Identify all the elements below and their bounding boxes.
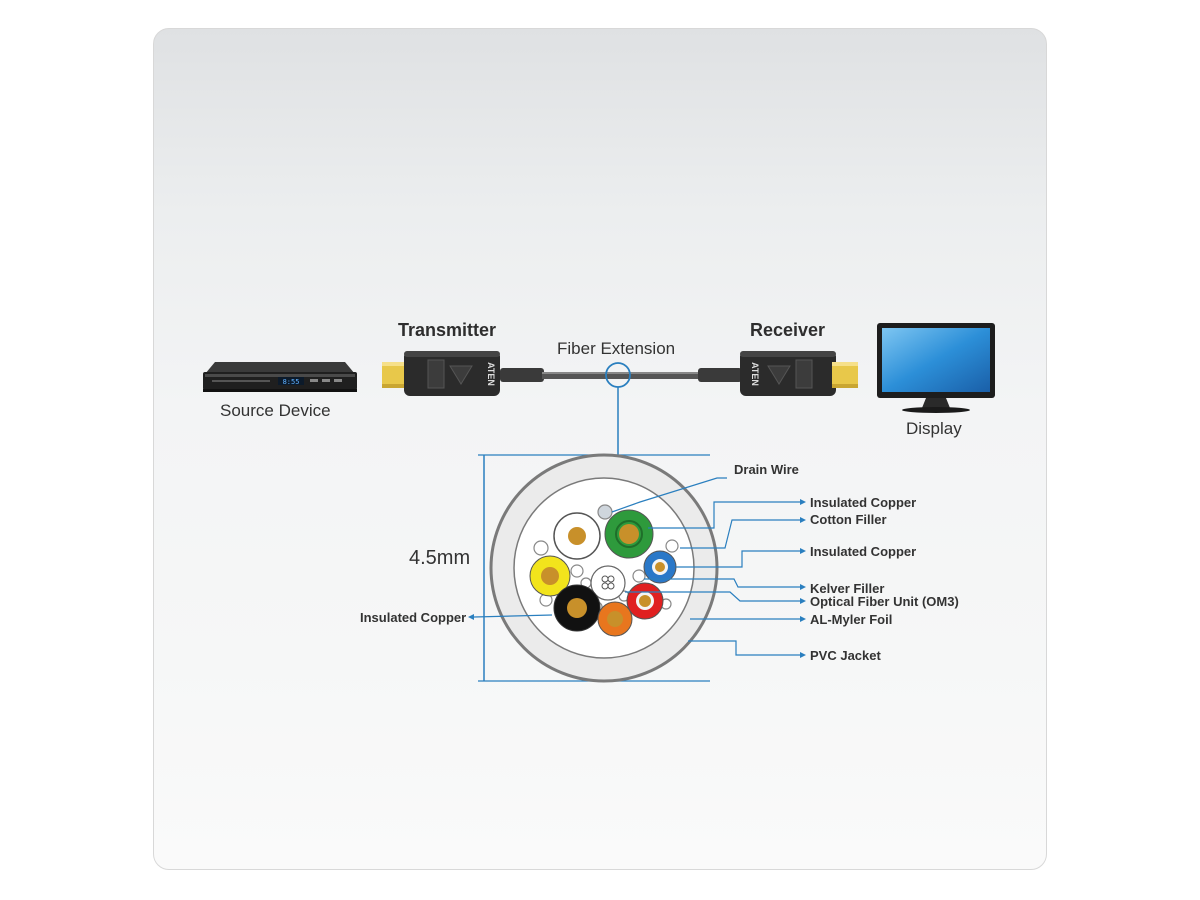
source-device-label: Source Device: [220, 401, 331, 420]
diameter-label: 4.5mm: [409, 547, 471, 569]
hdmi-transmitter-icon: ATEN: [382, 351, 544, 396]
receiver-label: Receiver: [750, 320, 826, 340]
fiber-cable: [542, 362, 702, 456]
callout-cotton-filler: Cotton Filler: [810, 512, 887, 527]
callout-left-insulated-copper: Insulated Copper: [360, 610, 467, 625]
monitor-icon: [877, 323, 995, 413]
transmitter-brand: ATEN: [486, 362, 496, 386]
transmitter-label: Transmitter: [398, 320, 497, 340]
receiver-brand: ATEN: [750, 362, 760, 386]
display-label: Display: [906, 419, 962, 438]
callout-pvc-jacket: PVC Jacket: [810, 648, 881, 663]
callout-drain-wire: Drain Wire: [734, 462, 799, 477]
hdmi-receiver-icon: ATEN: [698, 351, 858, 396]
callout-optical-fiber-unit: Optical Fiber Unit (OM3): [810, 594, 959, 609]
dvd-readout: 8:55: [283, 378, 300, 386]
fiber-extension-label: Fiber Extension: [557, 339, 676, 358]
diagram-card: [153, 28, 1047, 870]
callout-al-myler-foil: AL-Myler Foil: [810, 612, 893, 627]
callout-insulated-copper-1: Insulated Copper: [810, 495, 917, 510]
callout-kelver-filler: Kelver Filler: [810, 581, 885, 596]
dvd-player-icon: 8:55: [203, 362, 357, 392]
callout-insulated-copper-2: Insulated Copper: [810, 544, 917, 559]
cable-cross-section-icon: [468, 453, 806, 683]
